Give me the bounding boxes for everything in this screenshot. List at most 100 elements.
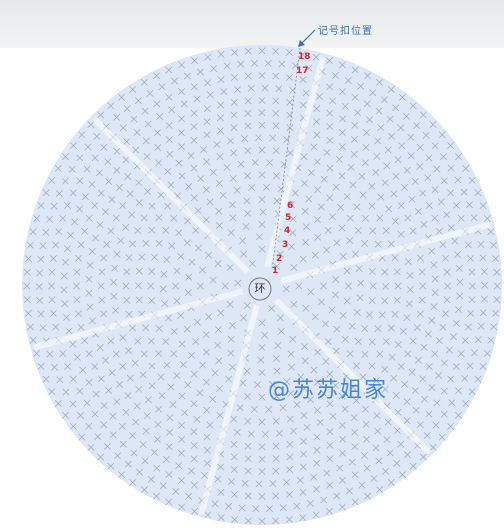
stitch-mark xyxy=(428,384,436,392)
stitch-mark xyxy=(404,350,412,358)
stitch-mark xyxy=(49,310,57,317)
stitch-mark xyxy=(243,367,251,375)
stitch-mark xyxy=(363,129,370,137)
stitch-mark xyxy=(349,383,357,391)
stitch-mark xyxy=(302,223,310,231)
stitch-mark xyxy=(258,47,266,55)
stitch-mark xyxy=(480,268,488,276)
stitch-mark xyxy=(244,455,252,463)
stitch-mark xyxy=(214,326,222,334)
stitch-mark xyxy=(326,109,334,117)
stitch-mark xyxy=(147,337,155,345)
stitch-mark xyxy=(312,511,320,519)
stitch-mark xyxy=(387,479,395,486)
stitch-mark xyxy=(216,114,224,122)
stitch-mark xyxy=(37,362,45,370)
stitch-mark xyxy=(64,363,72,370)
stitch-mark xyxy=(362,420,370,428)
stitch-mark xyxy=(393,459,401,467)
stitch-mark xyxy=(37,202,45,210)
stitch-mark xyxy=(190,370,198,378)
stitch-mark xyxy=(52,323,60,331)
stitch-mark xyxy=(187,152,195,160)
stitch-mark xyxy=(399,327,407,335)
stitch-mark xyxy=(454,251,461,259)
stitch-mark xyxy=(339,312,347,319)
stitch-mark xyxy=(199,266,206,274)
stitch-mark xyxy=(349,181,357,189)
stitch-mark xyxy=(202,186,210,194)
stitch-mark xyxy=(320,282,328,290)
stitch-mark xyxy=(347,163,355,171)
stitch-mark xyxy=(369,227,377,235)
stitch-mark xyxy=(411,387,419,394)
stitch-mark xyxy=(96,221,104,229)
stitch-mark xyxy=(326,194,334,202)
stitch-mark xyxy=(414,208,422,216)
stitch-mark xyxy=(406,272,414,280)
stitch-mark xyxy=(162,226,170,234)
stitch-mark xyxy=(204,79,211,87)
stitch-mark xyxy=(107,227,115,235)
stitch-mark xyxy=(173,372,181,380)
stitch-mark xyxy=(255,134,263,142)
stitch-mark xyxy=(401,184,408,191)
stitch-mark xyxy=(288,363,295,371)
stitch-mark xyxy=(125,347,132,355)
stitch-mark xyxy=(98,268,106,276)
stitch-mark xyxy=(352,250,359,258)
stitch-mark xyxy=(59,214,67,222)
stitch-mark xyxy=(128,432,136,440)
stitch-mark xyxy=(381,297,389,305)
stitch-mark xyxy=(359,373,367,381)
stitch-mark xyxy=(416,254,424,262)
stitch-mark xyxy=(148,297,156,304)
stitch-mark xyxy=(397,202,405,210)
stitch-mark xyxy=(227,229,235,237)
stitch-mark xyxy=(338,392,346,400)
stitch-mark xyxy=(272,442,280,450)
stitch-mark xyxy=(190,194,198,202)
stitch-mark xyxy=(272,355,280,363)
stitch-mark xyxy=(376,350,384,358)
stitch-mark xyxy=(348,458,356,466)
stitch-mark xyxy=(351,93,359,101)
stitch-mark xyxy=(244,109,252,117)
stitch-mark xyxy=(237,160,245,168)
stitch-mark xyxy=(333,239,341,247)
stitch-mark xyxy=(54,164,62,172)
stitch-mark xyxy=(244,72,252,80)
stitch-mark xyxy=(283,479,291,486)
stitch-mark xyxy=(244,467,252,475)
increase-spoke xyxy=(92,117,250,275)
stitch-mark xyxy=(97,189,105,197)
stitch-mark xyxy=(451,237,459,245)
stitch-mark xyxy=(326,57,333,65)
stitch-mark xyxy=(299,76,307,84)
stitch-mark xyxy=(326,123,334,131)
stitch-mark xyxy=(388,132,396,140)
stitch-mark xyxy=(384,146,392,154)
stitch-mark xyxy=(229,363,236,371)
stitch-mark xyxy=(255,233,263,241)
stitch-mark xyxy=(272,417,280,425)
stitch-mark xyxy=(337,203,345,211)
stitch-mark xyxy=(336,464,344,472)
stitch-mark xyxy=(183,72,191,80)
stitch-mark xyxy=(373,412,381,419)
stitch-mark xyxy=(385,205,393,213)
stitch-mark xyxy=(203,216,210,224)
stitch-mark xyxy=(422,131,430,139)
stitch-mark xyxy=(316,93,323,100)
stitch-mark xyxy=(216,127,224,135)
stitch-mark xyxy=(187,467,195,475)
stitch-mark xyxy=(373,152,381,160)
stitch-mark xyxy=(112,307,120,314)
stitch-mark xyxy=(233,86,241,93)
stitch-mark xyxy=(229,201,236,209)
stitch-mark xyxy=(442,310,449,318)
stitch-mark xyxy=(409,102,417,110)
stitch-mark xyxy=(261,331,269,339)
stitch-mark xyxy=(109,431,117,439)
stitch-mark xyxy=(468,176,476,184)
